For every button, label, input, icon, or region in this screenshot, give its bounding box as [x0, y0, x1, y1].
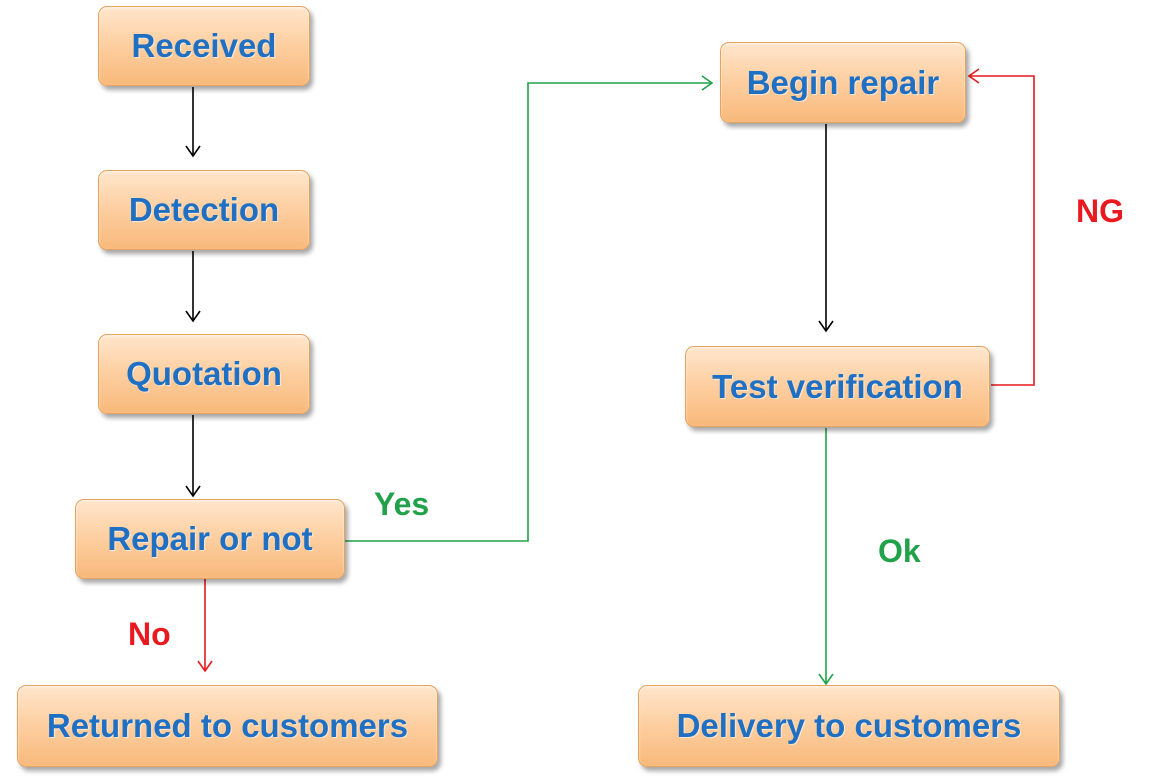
arrow-quotation-to-repair-or-not — [185, 415, 201, 498]
arrow-detection-to-quotation — [185, 251, 201, 323]
node-quotation: Quotation — [98, 334, 310, 414]
arrow-begin-repair-to-test — [818, 124, 834, 333]
arrow-received-to-detection — [185, 87, 201, 158]
edge-label-ng: NG — [1076, 193, 1124, 229]
arrow-ok-to-delivery — [818, 428, 834, 686]
node-delivery-to-customers: Delivery to customers — [638, 685, 1060, 767]
arrow-no-to-returned — [197, 579, 213, 673]
arrow-yes-to-begin-repair — [345, 75, 714, 542]
node-test-verification: Test verification — [685, 346, 990, 427]
edge-label-yes: Yes — [374, 486, 430, 522]
node-begin-repair: Begin repair — [720, 42, 966, 123]
node-detection: Detection — [98, 170, 310, 250]
node-repair-or-not: Repair or not — [75, 499, 345, 579]
edge-label-no: No — [128, 616, 171, 652]
node-returned-to-customers: Returned to customers — [17, 685, 438, 767]
arrow-ng-to-begin-repair — [967, 68, 1035, 386]
edge-label-ok: Ok — [878, 533, 921, 569]
node-received: Received — [98, 6, 310, 86]
